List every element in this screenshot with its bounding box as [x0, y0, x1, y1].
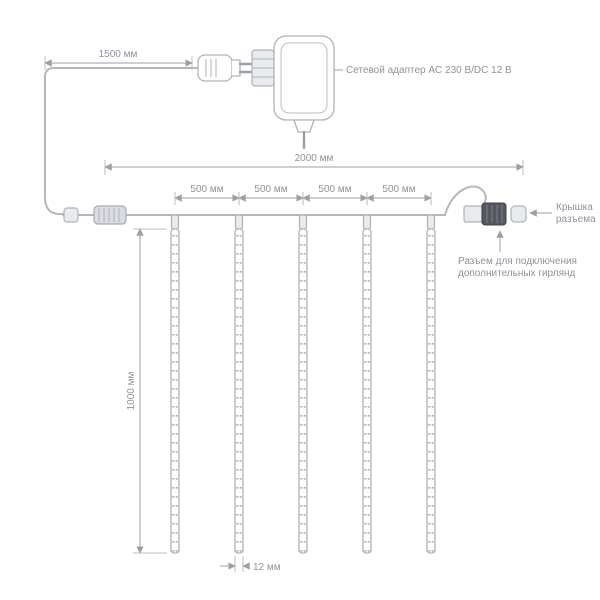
cap-label-line1: Крышка [556, 202, 593, 213]
dimension-tube-length: 1000 мм [126, 228, 167, 554]
tube-sleeve [170, 214, 180, 230]
lead-connector-small [63, 207, 79, 223]
tube-sleeve [426, 214, 436, 230]
dimension-tube-width: 12 мм [220, 556, 281, 573]
plug-neck [232, 59, 241, 77]
cap-label-line2: разъема [556, 214, 596, 225]
segment-label-4: 500 мм [382, 184, 415, 195]
dimension-cord-length: 1500 мм [44, 49, 193, 70]
tube-leds [171, 229, 179, 553]
extra-connector-label-line2: дополнительных гирлянд [458, 268, 576, 279]
connector-socket [481, 202, 507, 226]
lead-connector-coupler [93, 205, 127, 225]
segment-label-1: 500 мм [190, 184, 223, 195]
plug-body [197, 54, 233, 82]
icicle-tube [362, 214, 372, 554]
segment-label-2: 500 мм [254, 184, 287, 195]
tube-sleeve [234, 214, 244, 230]
adapter-label: Сетевой адаптер AC 230 В/DC 12 В [346, 65, 512, 76]
adapter-callout: Сетевой адаптер AC 230 В/DC 12 В [334, 65, 512, 76]
tube-leds [299, 229, 307, 553]
extension-connector [463, 202, 527, 226]
cord-length-label: 1500 мм [99, 49, 138, 60]
icicle-tube [426, 214, 436, 554]
tube-width-label: 12 мм [253, 562, 281, 573]
icicle-tube [170, 214, 180, 554]
dimension-tube-spacing: 500 мм 500 мм 500 мм 500 мм [174, 184, 432, 205]
tube-leds [235, 229, 243, 553]
lead-connector [63, 205, 127, 225]
adapter-prong [293, 119, 315, 133]
segment-label-3: 500 мм [318, 184, 351, 195]
extra-connector-label-line1: Разъем для подключения [458, 256, 577, 267]
icicle-tube [234, 214, 244, 554]
tube-leds [363, 229, 371, 553]
tube-sleeve [298, 214, 308, 230]
tube-sleeve [362, 214, 372, 230]
mains-plug [197, 54, 256, 82]
adapter-body [273, 35, 335, 121]
dimension-total-length: 2000 мм [104, 153, 524, 175]
tube-leds [427, 229, 435, 553]
power-adapter [251, 35, 335, 150]
total-length-label: 2000 мм [295, 153, 334, 164]
icicle-tube [298, 214, 308, 554]
connector-cap [510, 205, 527, 223]
adapter-seam [280, 42, 328, 114]
power-cord [44, 67, 201, 215]
cap-callout: Крышка разъема [529, 202, 596, 225]
connector-collar [463, 205, 483, 223]
extra-connector-callout: Разъем для подключения дополнительных ги… [458, 230, 577, 279]
tube-length-label: 1000 мм [126, 371, 137, 410]
